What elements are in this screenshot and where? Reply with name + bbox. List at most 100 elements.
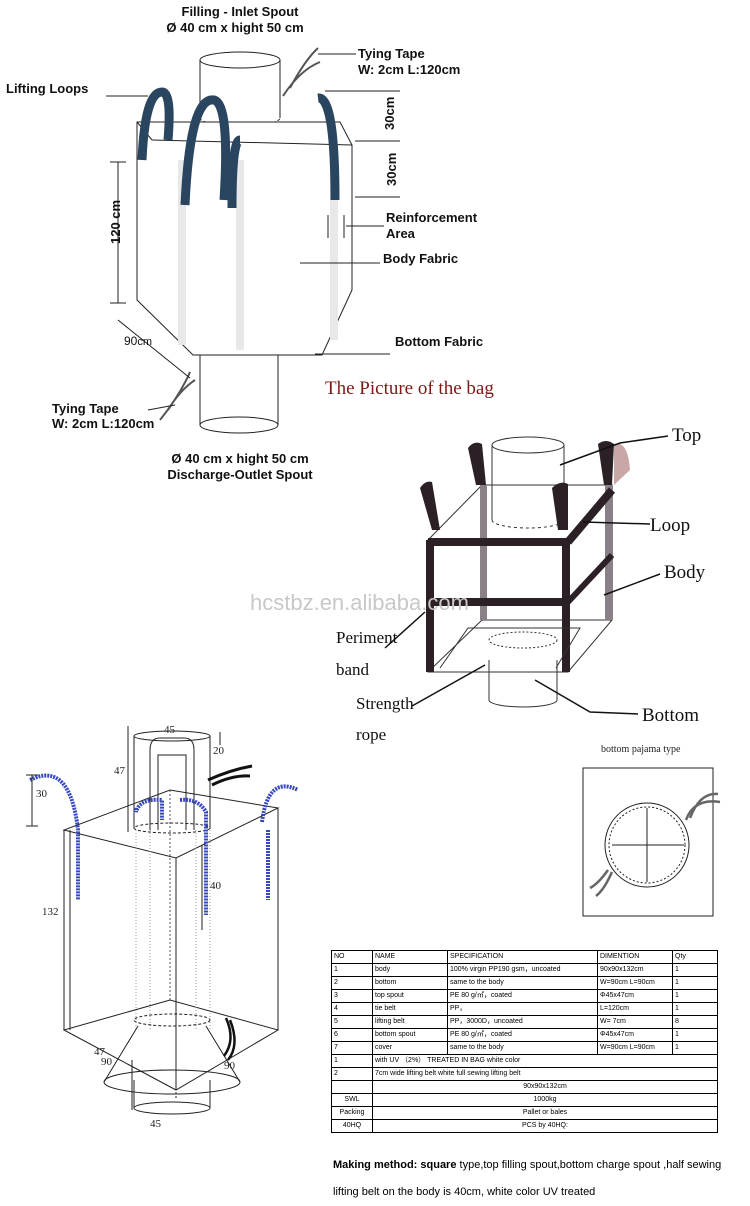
tying-tape-bottom-dimension: W: 2cm L:120cm	[52, 416, 155, 431]
cell: L=120cm	[597, 1002, 673, 1016]
body-label: Body	[664, 562, 706, 583]
bottom-label: Bottom	[642, 705, 700, 726]
cell: tie belt	[372, 1002, 448, 1016]
top-label: Top	[672, 425, 702, 446]
cell: Pallet or bales	[372, 1106, 718, 1120]
cell: 8	[672, 1015, 718, 1029]
cell: SWL	[331, 1093, 373, 1107]
rope-label: rope	[356, 725, 387, 744]
cell: 7cm wide lifting belt white full sewing …	[372, 1067, 718, 1081]
table-row: 4 tie belt PP， L=120cm 1	[331, 1002, 718, 1016]
cell: 7	[331, 1041, 373, 1055]
col-no: NO	[331, 950, 373, 964]
inlet-spout-dimension: Ø 40 cm x hight 50 cm	[166, 20, 304, 35]
strength-label: Strength	[356, 694, 414, 713]
cell: 1	[672, 1002, 718, 1016]
table-note-row: 1 with UV （2%） TREATED IN BAG white colo…	[331, 1054, 718, 1068]
cell: 1	[672, 963, 718, 977]
cell: 1	[331, 1054, 373, 1068]
cell: 1	[672, 976, 718, 990]
cell: same to the body	[447, 976, 598, 990]
width-label: 90cm	[124, 334, 153, 348]
loop-label: Loop	[650, 515, 691, 536]
reinforcement-label: Reinforcement	[386, 210, 478, 225]
belt-length: 40	[210, 880, 221, 892]
cell: 1	[331, 963, 373, 977]
cell: PE 80 g/㎡，coated	[447, 1028, 598, 1042]
cell: PCS by 40HQ:	[372, 1119, 718, 1133]
making-method-heading: Making method: square	[333, 1159, 457, 1171]
cell: 1	[672, 989, 718, 1003]
cell: Φ45x47cm	[597, 1028, 673, 1042]
cell: 3	[331, 989, 373, 1003]
watermark: hcstbz.en.alibaba.com	[250, 590, 469, 615]
bottom-spout-height: 47	[94, 1046, 105, 1058]
bottom-width-left: 90	[101, 1056, 112, 1068]
cell: top spout	[372, 989, 448, 1003]
table-row: 6 bottom spout PE 80 g/㎡，coated Φ45x47cm…	[331, 1028, 718, 1042]
cell: W= 7cm	[597, 1015, 673, 1029]
cell: 5	[331, 1015, 373, 1029]
periment-label: Periment	[336, 628, 398, 647]
reinforcement-area-label: Area	[386, 226, 415, 241]
cell: 90x90x132cm	[372, 1080, 718, 1094]
cell: Packing	[331, 1106, 373, 1120]
cell: 100% virgin PP190 gsm，uncoated	[447, 963, 598, 977]
cell: lifting belt	[372, 1015, 448, 1029]
cell: 40HQ	[331, 1119, 373, 1133]
cell: 2	[331, 976, 373, 990]
cell: 1000kg	[372, 1093, 718, 1107]
table-packing-row: Packing Pallet or bales	[331, 1106, 718, 1120]
tying-tape-top-label: Tying Tape	[358, 46, 425, 61]
cell: same to the body	[447, 1041, 598, 1055]
cell: body	[372, 963, 448, 977]
outlet-spout-label: Discharge-Outlet Spout	[167, 467, 313, 482]
cell: Φ45x47cm	[597, 989, 673, 1003]
table-header: NO NAME SPECIFICATION DIMENTION Qty	[331, 950, 718, 964]
spec-table: NO NAME SPECIFICATION DIMENTION Qty 1 bo…	[331, 950, 718, 1133]
table-note-row: 2 7cm wide lifting belt white full sewin…	[331, 1067, 718, 1081]
loop-height: 30	[36, 788, 47, 800]
cell: PP，	[447, 1002, 598, 1016]
top-spout-diameter: 45	[164, 724, 175, 736]
col-qty: Qty	[672, 950, 718, 964]
table-size-row: 90x90x132cm	[331, 1080, 718, 1094]
cell: PP，3000D，uncoated	[447, 1015, 598, 1029]
outlet-spout-dimension: Ø 40 cm x hight 50 cm	[171, 451, 309, 466]
making-method-text: Making method: square type,top filling s…	[333, 1152, 723, 1206]
table-40hq-row: 40HQ PCS by 40HQ:	[331, 1119, 718, 1133]
bottom-spout-diameter: 45	[150, 1118, 161, 1130]
making-method-body: type,top filling spout,bottom charge spo…	[333, 1159, 722, 1198]
cell: 1	[672, 1028, 718, 1042]
col-name: NAME	[372, 950, 448, 964]
cell: bottom spout	[372, 1028, 448, 1042]
cell: 90x90x132cm	[597, 963, 673, 977]
table-swl-row: SWL 1000kg	[331, 1093, 718, 1107]
cell: cover	[372, 1041, 448, 1055]
table-row: 5 lifting belt PP，3000D，uncoated W= 7cm …	[331, 1015, 718, 1029]
col-specification: SPECIFICATION	[447, 950, 598, 964]
cell: PE 80 g/㎡，coated	[447, 989, 598, 1003]
lifting-loops-label: Lifting Loops	[6, 81, 89, 96]
picture-title: The Picture of the bag	[325, 378, 494, 399]
cell: with UV （2%） TREATED IN BAG white color	[372, 1054, 718, 1068]
body-fabric-label: Body Fabric	[383, 251, 459, 266]
pajama-title: bottom pajama type	[601, 744, 681, 755]
bottom-fabric-label: Bottom Fabric	[395, 334, 484, 349]
cell: 2	[331, 1067, 373, 1081]
bottom-width-right: 90	[224, 1060, 235, 1072]
table-row: 7 cover same to the body W=90cm L=90cm 1	[331, 1041, 718, 1055]
band-label: band	[336, 660, 370, 679]
table-row: 3 top spout PE 80 g/㎡，coated Φ45x47cm 1	[331, 989, 718, 1003]
table-row: 1 body 100% virgin PP190 gsm，uncoated 90…	[331, 963, 718, 977]
cell	[331, 1080, 373, 1094]
inlet-spout-label: Filling - Inlet Spout	[181, 4, 299, 19]
tying-tape-top-dimension: W: 2cm L:120cm	[358, 62, 461, 77]
cell: W=90cm L=90cm	[597, 976, 673, 990]
cell: 1	[672, 1041, 718, 1055]
cell: W=90cm L=90cm	[597, 1041, 673, 1055]
col-dimension: DIMENTION	[597, 950, 673, 964]
body-height: 132	[42, 906, 59, 918]
